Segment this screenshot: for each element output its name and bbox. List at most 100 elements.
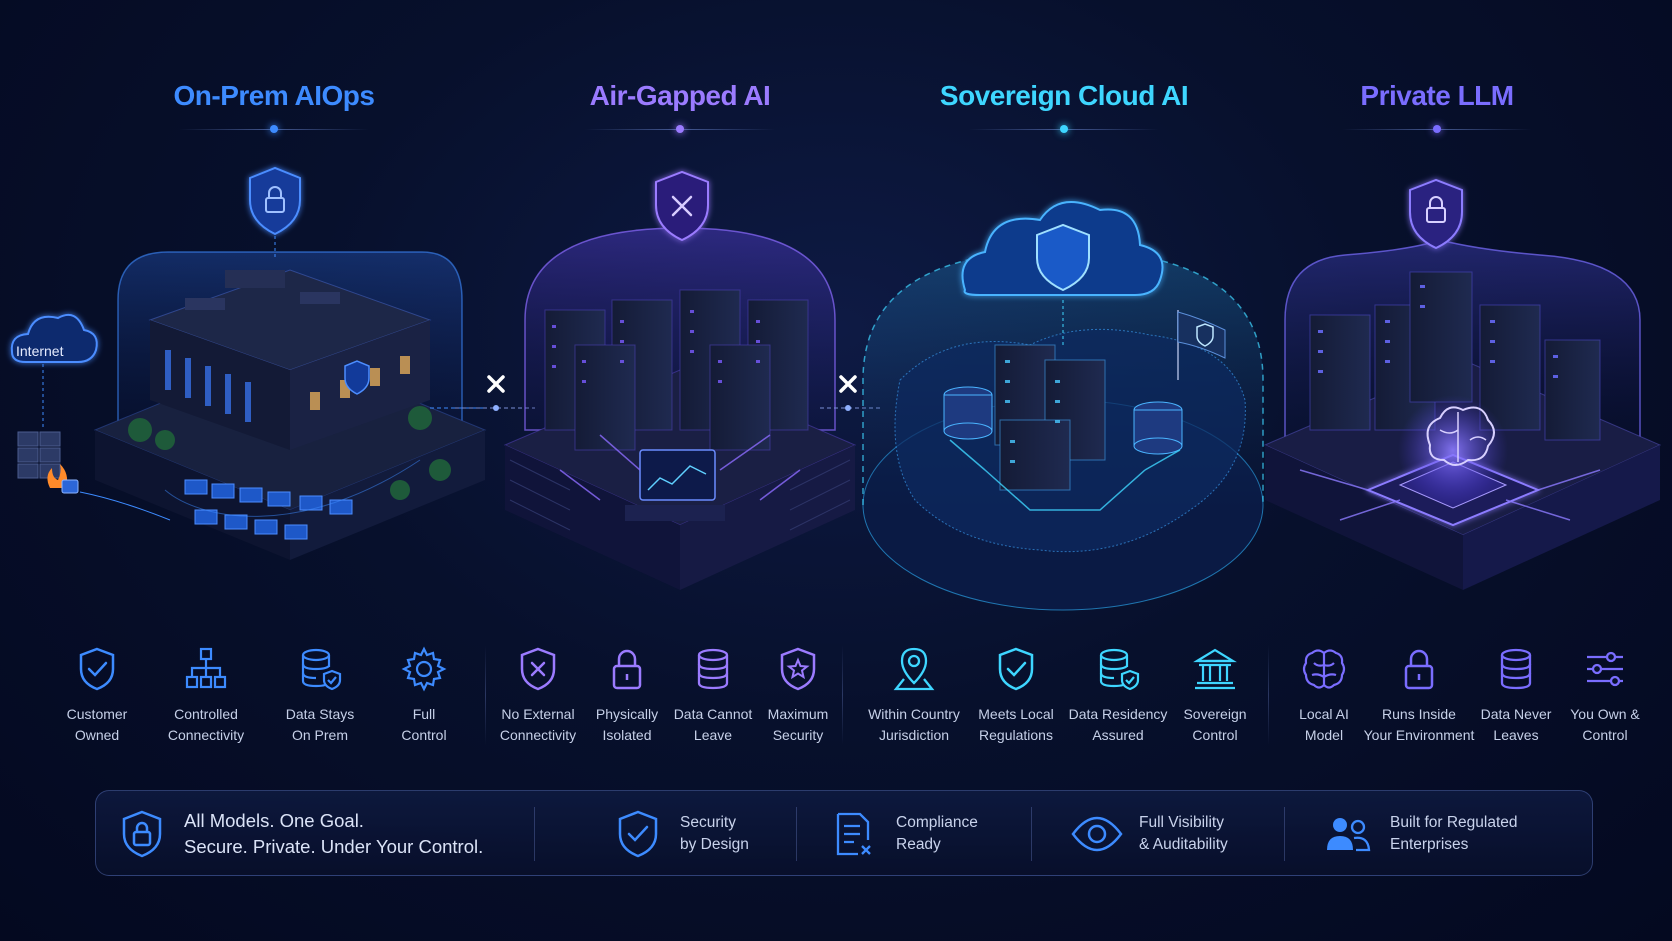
summary-regulated-enterprises: Built for Regulated Enterprises [1322,791,1518,877]
feature-you-own-and-control: You Own & Control [1553,645,1657,746]
on-prem-scene [10,166,487,560]
sliders-icon [1587,651,1623,687]
title-underline [1342,124,1532,136]
feature-label: Data Residency Assured [1068,706,1168,743]
summary-lead-line2: Secure. Private. Under Your Control. [184,836,484,857]
summary-bar: All Models. One Goal. Secure. Private. U… [95,790,1593,876]
feature-runs-inside-environment: Runs Inside Your Environment [1363,645,1475,746]
section-title-text: On-Prem AIOps [173,80,375,111]
title-underline [585,124,775,136]
title-underline [179,124,369,136]
feature-full-control: Full Control [370,645,478,746]
summary-divider [796,807,797,861]
database-shield-icon [1099,648,1140,691]
feature-label: Runs Inside Your Environment [1363,706,1475,743]
feature-local-ai-model: Local AI Model [1270,645,1378,746]
shield-lock-icon [122,810,162,858]
feature-data-cannot-leave: Data Cannot Leave [659,645,767,746]
group-divider [485,645,486,745]
feature-label: Local AI Model [1299,706,1349,743]
title-underline [969,124,1159,136]
summary-divider [1284,807,1285,861]
section-title-text: Air-Gapped AI [589,80,771,111]
feature-label: Within Country Jurisdiction [868,706,960,743]
features-row: Customer Owned Controlled Connectivity [0,645,1672,750]
summary-item-text: Security by Design [680,812,749,856]
database-shield-icon [301,648,342,691]
section-title-text: Private LLM [1360,80,1514,111]
summary-item-line2: Ready [896,836,941,853]
users-icon [1327,818,1371,852]
feature-sovereign-control: Sovereign Control [1161,645,1269,746]
summary-item-line1: Built for Regulated [1390,814,1518,831]
section-title-private-llm: Private LLM [1297,80,1577,136]
feature-label: Maximum Security [767,706,829,743]
padlock-icon [612,649,642,690]
summary-item-text: Compliance Ready [896,812,978,856]
government-building-icon [1193,648,1237,690]
feature-meets-local-regulations: Meets Local Regulations [962,645,1070,746]
summary-item-line1: Security [680,814,736,831]
blocked-connection-1 [455,375,535,411]
summary-lead: All Models. One Goal. Secure. Private. U… [116,791,483,877]
section-title-sovereign-cloud: Sovereign Cloud AI [924,80,1204,136]
summary-item-line2: & Auditability [1139,836,1228,853]
feature-label: Full Control [401,706,447,743]
feature-label: No External Connectivity [499,706,577,743]
shield-star-icon [780,647,816,691]
summary-item-line2: by Design [680,836,749,853]
summary-item-text: Full Visibility & Auditability [1139,812,1228,856]
feature-label: Physically Isolated [595,706,659,743]
summary-item-text: Built for Regulated Enterprises [1390,812,1518,856]
summary-lead-line1: All Models. One Goal. [184,810,364,831]
section-title-on-prem: On-Prem AIOps [134,80,414,136]
illustration-layer [10,166,1662,611]
air-gapped-scene [503,170,857,590]
shield-check-icon [998,647,1034,691]
shield-check-icon [618,810,658,858]
feature-physically-isolated: Physically Isolated [573,645,681,746]
summary-security-by-design: Security by Design [612,791,749,877]
summary-item-line1: Full Visibility [1139,814,1224,831]
eye-icon [1071,816,1123,852]
feature-label: Data Cannot Leave [673,706,753,743]
summary-lead-text: All Models. One Goal. Secure. Private. U… [184,808,483,860]
feature-label: Meets Local Regulations [978,706,1054,743]
feature-label: Sovereign Control [1183,706,1247,743]
sovereign-cloud-scene [862,201,1264,611]
shield-check-icon [79,647,115,691]
internet-label: Internet [16,343,64,359]
padlock-icon [1404,649,1434,690]
feature-customer-owned: Customer Owned [43,645,151,746]
network-hierarchy-icon [185,647,227,689]
feature-controlled-connectivity: Controlled Connectivity [152,645,260,746]
database-icon [1500,648,1532,690]
private-llm-scene [1263,178,1662,590]
summary-compliance-ready: Compliance Ready [828,791,978,877]
feature-label: Customer Owned [66,706,128,743]
summary-full-visibility: Full Visibility & Auditability [1071,791,1228,877]
section-title-air-gapped: Air-Gapped AI [540,80,820,136]
feature-data-residency-assured: Data Residency Assured [1065,645,1171,746]
feature-label: Data Stays On Prem [285,706,355,743]
summary-divider [534,807,535,861]
feature-data-never-leaves: Data Never Leaves [1462,645,1570,746]
group-divider [842,645,843,745]
summary-item-line1: Compliance [896,814,978,831]
group-divider [1268,645,1269,745]
brain-icon [1302,649,1346,689]
shield-x-icon [520,647,556,691]
feature-data-stays-on-prem: Data Stays On Prem [266,645,374,746]
feature-label: Controlled Connectivity [167,706,245,743]
gear-icon [401,646,447,692]
feature-within-country-jurisdiction: Within Country Jurisdiction [860,645,968,746]
document-check-icon [836,812,871,856]
feature-maximum-security: Maximum Security [744,645,852,746]
database-icon [697,648,729,690]
section-title-text: Sovereign Cloud AI [939,80,1189,111]
feature-label: You Own & Control [1570,706,1640,743]
map-pin-icon [893,647,935,691]
summary-item-line2: Enterprises [1390,836,1469,853]
summary-divider [1031,807,1032,861]
